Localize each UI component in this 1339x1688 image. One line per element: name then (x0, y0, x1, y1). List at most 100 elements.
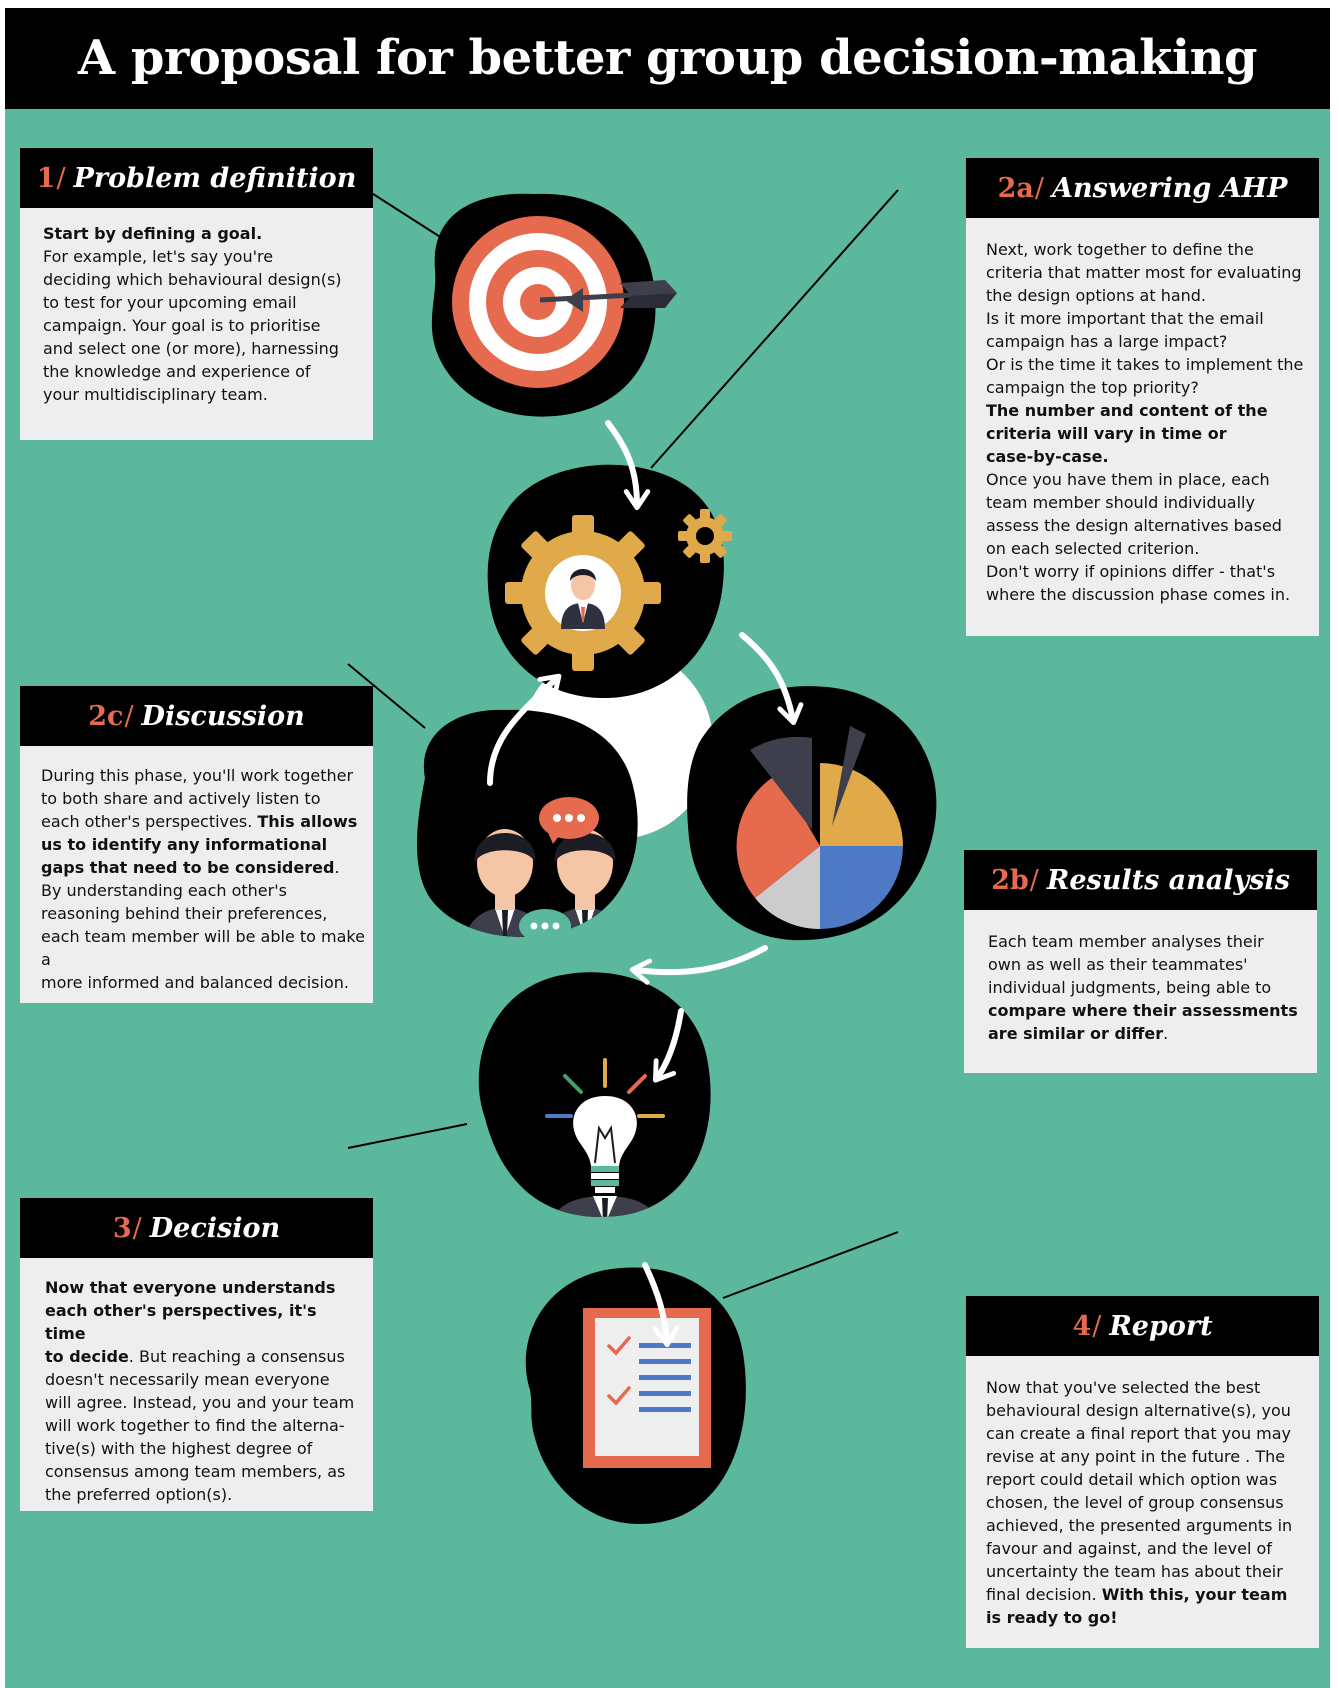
text-line: to decide. But reaching a consensus (45, 1345, 361, 1368)
step-title: Answering AHP (1052, 172, 1288, 204)
text-line: the design options at hand. (986, 284, 1307, 307)
step-number: 1 (36, 162, 56, 194)
plain-text: and select one (or more), harnessing (43, 339, 339, 358)
bold-text: criteria will vary in time or (986, 424, 1227, 443)
plain-text: consensus among team members, as (45, 1462, 346, 1481)
step-title: Problem definition (73, 162, 357, 194)
text-line: individual judgments, being able to (988, 976, 1307, 999)
plain-text: During this phase, you'll work together (41, 766, 354, 785)
plain-text: each other's perspectives. (41, 812, 258, 831)
step-slash: / (1092, 1310, 1102, 1342)
text-line: behavioural design alternative(s), you (986, 1399, 1309, 1422)
step-number: 2b (991, 864, 1029, 896)
text-line: to both share and actively listen to (41, 787, 365, 810)
text-line: chosen, the level of group consensus (986, 1491, 1309, 1514)
text-line: final decision. With this, your team (986, 1583, 1309, 1606)
plain-text: will work together to find the alterna- (45, 1416, 345, 1435)
step-decision: 3/Decision Now that everyone understands… (20, 1198, 373, 1511)
text-line: Is it more important that the email (986, 307, 1307, 330)
step-title: Decision (149, 1212, 281, 1244)
plain-text: individual judgments, being able to (988, 978, 1272, 997)
text-line: are similar or differ. (988, 1022, 1307, 1045)
text-line: achieved, the presented arguments in (986, 1514, 1309, 1537)
text-line: Or is the time it takes to implement the (986, 353, 1307, 376)
plain-text: For example, let's say you're (43, 247, 274, 266)
text-line: Each team member analyses their (988, 930, 1307, 953)
process-illustration (347, 177, 937, 1524)
plain-text: criteria that matter most for evaluating (986, 263, 1302, 282)
checklist-icon (525, 1267, 746, 1524)
bold-text: us to identify any informational (41, 835, 328, 854)
plain-text: your multidisciplinary team. (43, 385, 268, 404)
plain-text: achieved, the presented arguments in (986, 1516, 1293, 1535)
text-line: Once you have them in place, each (986, 468, 1307, 491)
bold-text: to decide (45, 1347, 129, 1366)
plain-text: to both share and actively listen to (41, 789, 321, 808)
bold-text: With this, your team (1101, 1585, 1288, 1604)
bold-text: The number and content of the (986, 401, 1268, 420)
step-answering-ahp: 2a/Answering AHP Next, work together to … (966, 158, 1319, 636)
text-line: gaps that need to be considered. (41, 856, 365, 879)
step-problem-definition: 1/Problem definition Start by defining a… (20, 148, 373, 440)
text-line: criteria will vary in time or (986, 422, 1307, 445)
step-discussion-text: During this phase, you'll work together t… (20, 746, 373, 1003)
plain-text: Now that you've selected the best (986, 1378, 1261, 1397)
step-slash: / (1029, 864, 1039, 896)
text-line: where the discussion phase comes in. (986, 583, 1307, 606)
plain-text: By understanding each other's (41, 881, 287, 900)
plain-text: each team member will be able to make a (41, 927, 365, 969)
step-decision-header: 3/Decision (20, 1198, 373, 1258)
text-line: report could detail which option was (986, 1468, 1309, 1491)
step-slash: / (132, 1212, 142, 1244)
target-icon (431, 193, 677, 417)
text-line: reasoning behind their preferences, (41, 902, 365, 925)
title-bar: A proposal for better group decision-mak… (5, 8, 1330, 109)
text-line: By understanding each other's (41, 879, 365, 902)
text-line: campaign has a large impact? (986, 330, 1307, 353)
text-line: Now that you've selected the best (986, 1376, 1309, 1399)
step-number: 3 (112, 1212, 132, 1244)
step-discussion-header: 2c/Discussion (20, 686, 373, 746)
plain-text: uncertainty the team has about their (986, 1562, 1283, 1581)
text-line: is ready to go! (986, 1606, 1309, 1629)
plain-text: campaign has a large impact? (986, 332, 1228, 351)
text-line: each other's perspectives, it's time (45, 1299, 361, 1345)
plain-text: campaign. Your goal is to prioritise (43, 316, 321, 335)
bold-text: compare where their assessments (988, 1001, 1298, 1020)
step-results-analysis: 2b/Results analysis Each team member ana… (964, 850, 1317, 1073)
text-line: Next, work together to define the (986, 238, 1307, 261)
text-line: your multidisciplinary team. (43, 383, 357, 406)
step-problem-definition-header: 1/Problem definition (20, 148, 373, 208)
plain-text: can create a final report that you may (986, 1424, 1292, 1443)
plain-text: the design options at hand. (986, 286, 1207, 305)
text-line: For example, let's say you're (43, 245, 357, 268)
gear-person-icon (487, 464, 732, 699)
pie-chart-icon (687, 686, 937, 941)
plain-text: Once you have them in place, each (986, 470, 1270, 489)
infographic-canvas: A proposal for better group decision-mak… (5, 8, 1330, 1688)
plain-text: doesn't necessarily mean everyone (45, 1370, 330, 1389)
plain-text: Next, work together to define the (986, 240, 1254, 259)
plain-text: Don't worry if opinions differ - that's (986, 562, 1276, 581)
text-line: the knowledge and experience of (43, 360, 357, 383)
text-line: team member should individually (986, 491, 1307, 514)
step-number: 2a (997, 172, 1034, 204)
plain-text: favour and against, and the level of (986, 1539, 1272, 1558)
text-line: case-by-case. (986, 445, 1307, 468)
text-line: campaign the top priority? (986, 376, 1307, 399)
text-line: revise at any point in the future . The (986, 1445, 1309, 1468)
plain-text: . But reaching a consensus (128, 1347, 345, 1366)
plain-text: the knowledge and experience of (43, 362, 311, 381)
plain-text: own as well as their teammates' (988, 955, 1248, 974)
bold-text: This allows (257, 812, 358, 831)
text-line: consensus among team members, as (45, 1460, 361, 1483)
plain-text: campaign the top priority? (986, 378, 1199, 397)
plain-text: tive(s) with the highest degree of (45, 1439, 313, 1458)
plain-text: the preferred option(s). (45, 1485, 233, 1504)
step-answering-ahp-text: Next, work together to define the criteri… (966, 218, 1319, 636)
text-line: deciding which behavioural design(s) (43, 268, 357, 291)
step-report: 4/Report Now that you've selected the be… (966, 1296, 1319, 1648)
text-line: each other's perspectives. This allows (41, 810, 365, 833)
plain-text: where the discussion phase comes in. (986, 585, 1291, 604)
